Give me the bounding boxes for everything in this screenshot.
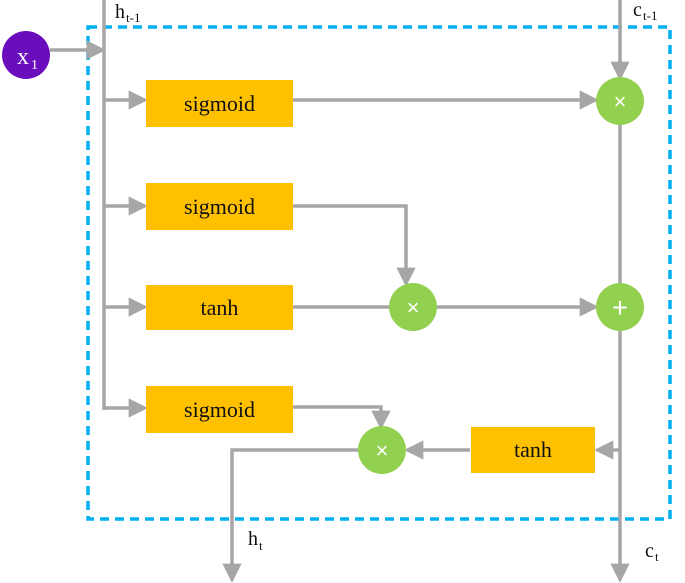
input-multiply-symbol: × xyxy=(407,295,420,320)
output-multiply-symbol: × xyxy=(376,438,389,463)
c-out-letter: c xyxy=(645,540,654,562)
input-subscript: 1 xyxy=(31,58,38,73)
output-gate: sigmoid xyxy=(146,386,293,433)
input-multiply-node: × xyxy=(389,283,437,331)
forget-gate-label: sigmoid xyxy=(184,91,255,116)
h-prev-letter: h xyxy=(115,1,125,23)
h-prev-label: h t-1 xyxy=(115,1,140,25)
forget-multiply-symbol: × xyxy=(614,89,627,114)
c-out-subscript: t xyxy=(655,549,659,564)
cell-add-node: + xyxy=(596,283,644,331)
input-label: x xyxy=(17,44,29,70)
connection-arrows xyxy=(50,0,630,583)
c-prev-label: c t-1 xyxy=(633,0,657,23)
cell-add-symbol: + xyxy=(612,292,628,323)
c-prev-letter: c xyxy=(633,0,642,21)
forget-gate: sigmoid xyxy=(146,80,293,127)
h-prev-subscript: t-1 xyxy=(126,10,140,25)
cell-boundary xyxy=(86,25,672,521)
cell-tanh-label: tanh xyxy=(514,437,552,462)
c-out-label: c t xyxy=(645,540,659,564)
cell-tanh: tanh xyxy=(471,427,595,473)
output-gate-label: sigmoid xyxy=(184,397,255,422)
c-prev-subscript: t-1 xyxy=(643,8,657,23)
forget-multiply-node: × xyxy=(596,77,644,125)
output-multiply-node: × xyxy=(358,426,406,474)
h-out-letter: h xyxy=(248,528,258,550)
input-x1-node: x 1 xyxy=(2,31,50,79)
input-gate: sigmoid xyxy=(146,183,293,230)
h-out-label: h t xyxy=(248,528,263,553)
input-gate-label: sigmoid xyxy=(184,194,255,219)
candidate-gate: tanh xyxy=(146,285,293,330)
h-out-subscript: t xyxy=(259,538,263,553)
candidate-gate-label: tanh xyxy=(201,295,239,320)
